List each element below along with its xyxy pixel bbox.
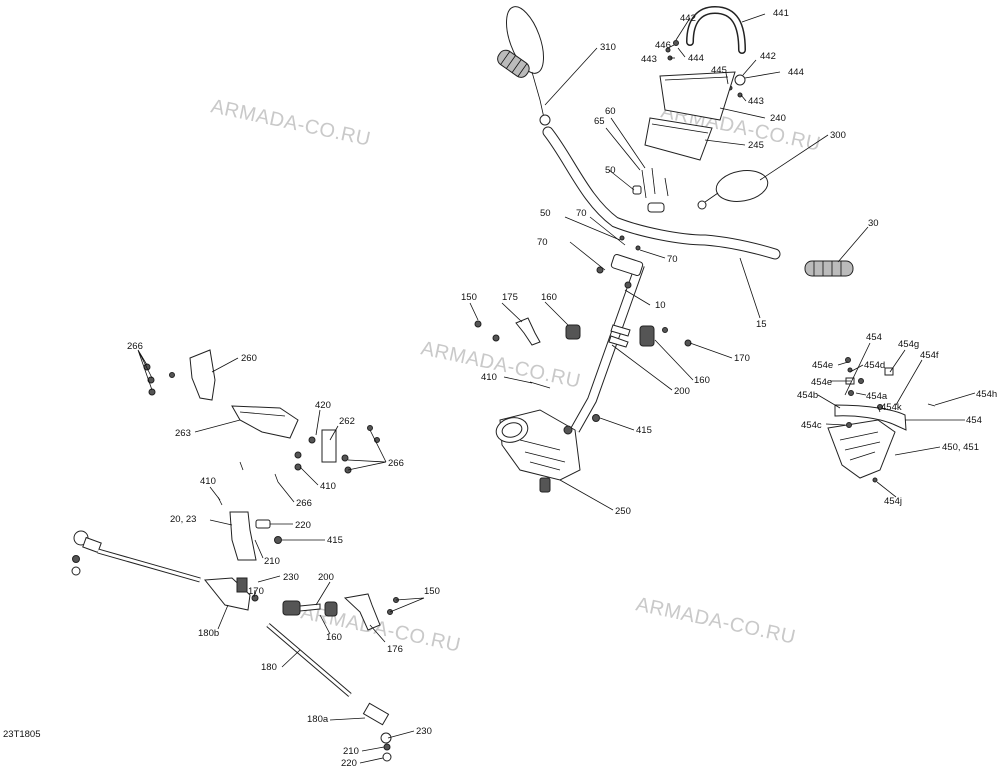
- label-170a: 170: [734, 353, 750, 364]
- left-mirror-mount: [539, 114, 551, 126]
- label-10: 10: [655, 300, 666, 311]
- label-70b: 70: [537, 237, 548, 248]
- label-454g: 454g: [898, 339, 919, 350]
- right-grip: [804, 260, 854, 277]
- label-15: 15: [756, 319, 767, 330]
- power-steering-unit: [495, 409, 581, 493]
- label-266b: 266: [388, 458, 404, 469]
- label-210a: 210: [264, 556, 280, 567]
- label-454j: 454j: [884, 496, 902, 507]
- label-150a: 150: [461, 292, 477, 303]
- upper-shield-240: [659, 71, 736, 121]
- label-442a: 442: [680, 13, 696, 24]
- label-300: 300: [830, 130, 846, 141]
- label-450-451: 450, 451: [942, 442, 979, 453]
- bracket-263: [231, 405, 299, 439]
- left-mirror: [506, 6, 544, 74]
- label-443b: 443: [748, 96, 764, 107]
- hand-guard-450: [827, 419, 896, 479]
- bracket-260: [189, 349, 216, 401]
- callout-labels: 441 442 446 443 444 442 445 444 443 310 …: [127, 8, 997, 769]
- label-454e: 454e: [812, 360, 833, 371]
- label-200b: 200: [318, 572, 334, 583]
- watermark-5: ARMADA-CO.RU: [299, 601, 463, 656]
- label-454f: 454f: [920, 350, 939, 361]
- watermark-4: ARMADA-CO.RU: [634, 593, 798, 648]
- label-230a: 230: [283, 572, 299, 583]
- label-220b: 220: [341, 758, 357, 769]
- label-444a: 444: [688, 53, 704, 64]
- diagram-code: 23T1805: [3, 729, 41, 740]
- hand-guard-assembly: [827, 357, 936, 483]
- label-454k: 454k: [881, 402, 902, 413]
- label-266c: 266: [296, 498, 312, 509]
- label-445: 445: [711, 65, 727, 76]
- label-220a: 220: [295, 520, 311, 531]
- label-230b: 230: [416, 726, 432, 737]
- label-410b: 410: [320, 481, 336, 492]
- label-446: 446: [655, 40, 671, 51]
- label-160c: 160: [326, 632, 342, 643]
- label-180a: 180a: [307, 714, 329, 725]
- label-245: 245: [748, 140, 764, 151]
- lower-shield-245: [644, 117, 713, 161]
- label-160a: 160: [541, 292, 557, 303]
- label-260: 260: [241, 353, 257, 364]
- label-175: 175: [502, 292, 518, 303]
- label-410a: 410: [481, 372, 497, 383]
- label-210b: 210: [343, 746, 359, 757]
- watermark-3: ARMADA-CO.RU: [419, 337, 583, 392]
- label-263: 263: [175, 428, 191, 439]
- label-30: 30: [868, 218, 879, 229]
- label-454-second: 454: [966, 415, 982, 426]
- label-454h: 454h: [976, 389, 997, 400]
- label-444b: 444: [788, 67, 804, 78]
- label-160b: 160: [694, 375, 710, 386]
- label-420: 420: [315, 400, 331, 411]
- label-454e2: 454e: [811, 377, 832, 388]
- label-170b: 170: [248, 586, 264, 597]
- label-60: 60: [605, 106, 616, 117]
- label-454a: 454a: [866, 391, 888, 402]
- label-20-23: 20, 23: [170, 514, 196, 525]
- leader-lines: [137, 13, 976, 764]
- label-415b: 415: [327, 535, 343, 546]
- guard-bracket-454: [834, 404, 907, 431]
- label-410c: 410: [200, 476, 216, 487]
- label-441: 441: [773, 8, 789, 19]
- label-150b: 150: [424, 586, 440, 597]
- label-70c: 70: [667, 254, 678, 265]
- label-50b: 50: [540, 208, 551, 219]
- label-180: 180: [261, 662, 277, 673]
- left-grip: [497, 49, 530, 78]
- label-266a: 266: [127, 341, 143, 352]
- label-454d: 454d: [864, 360, 885, 371]
- linkage-assembly: [71, 349, 399, 762]
- label-250: 250: [615, 506, 631, 517]
- label-65: 65: [594, 116, 605, 127]
- label-240: 240: [770, 113, 786, 124]
- label-70a: 70: [576, 208, 587, 219]
- label-454: 454: [866, 332, 882, 343]
- watermark-1: ARMADA-CO.RU: [209, 95, 373, 150]
- right-mirror: [715, 170, 769, 202]
- label-454b: 454b: [797, 390, 818, 401]
- label-454c: 454c: [801, 420, 822, 431]
- label-262: 262: [339, 416, 355, 427]
- left-mirror-stem: [531, 71, 545, 119]
- label-443a: 443: [641, 54, 657, 65]
- label-176: 176: [387, 644, 403, 655]
- label-310: 310: [600, 42, 616, 53]
- label-442b: 442: [760, 51, 776, 62]
- label-180b: 180b: [198, 628, 219, 639]
- handlebar-assembly: [474, 5, 854, 493]
- label-200a: 200: [674, 386, 690, 397]
- label-50a: 50: [605, 165, 616, 176]
- label-415a: 415: [636, 425, 652, 436]
- pitman-arm: [229, 511, 257, 561]
